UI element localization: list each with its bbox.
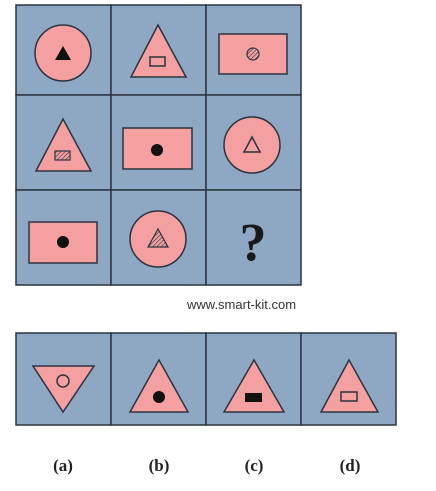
cell4-inner-hatched-rectangle: [54, 150, 71, 161]
option-d-outer-triangle: [319, 358, 380, 413]
question-mark: ?: [240, 212, 267, 272]
option-a-outer-inverted-triangle: [31, 365, 96, 414]
option-c-label[interactable]: (c): [244, 456, 264, 475]
option-c-outer-triangle: [222, 358, 286, 413]
options-strip: [15, 332, 397, 426]
cell3-inner-hatched-circle: [246, 47, 260, 61]
option-a-inner-hollow-circle: [56, 374, 70, 388]
option-b-outer-triangle: [128, 358, 190, 413]
watermark: www.smart-kit.com: [187, 297, 297, 312]
grid-cell-9: [205, 189, 302, 286]
cell5-inner-solid-circle: [151, 144, 163, 156]
cell8-inner-hatched-triangle: [146, 227, 170, 248]
option-a-label[interactable]: (a): [53, 456, 73, 475]
grid-cell-8: [110, 189, 207, 286]
cell2-outer-triangle: [129, 23, 188, 78]
option-b-inner-solid-circle: [153, 391, 165, 403]
cell2-inner-hollow-rectangle: [149, 56, 166, 67]
option-d-inner-hollow-rectangle: [340, 391, 358, 402]
option-b-label[interactable]: (b): [148, 456, 170, 475]
cell7-inner-solid-circle: [57, 236, 69, 248]
cell7-outer-rectangle: [28, 221, 98, 264]
option-d-label[interactable]: (d): [339, 456, 361, 475]
cell6-inner-hollow-triangle: [242, 135, 262, 153]
cell4-outer-triangle: [34, 117, 93, 172]
cell1-inner-solid-triangle: [55, 46, 71, 60]
option-c-inner-solid-rectangle: [245, 393, 262, 402]
